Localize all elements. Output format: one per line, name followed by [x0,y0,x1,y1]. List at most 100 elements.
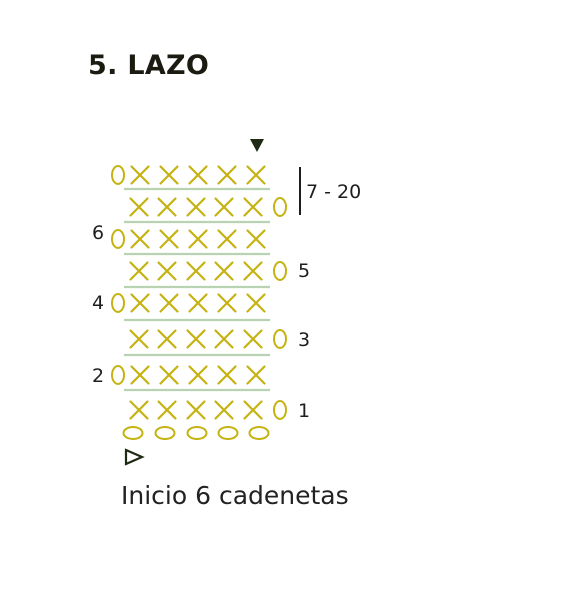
end-marker-icon [250,139,264,152]
stroke [243,261,263,281]
row-separators [124,187,270,392]
single-crochet-symbol [246,165,266,185]
single-crochet-symbol [157,329,177,349]
stroke [188,165,208,185]
single-crochet-symbol [159,165,179,185]
single-crochet-symbol [129,329,149,349]
chain-symbol [273,329,287,349]
stroke [214,197,234,217]
single-crochet-symbol [130,365,150,385]
single-crochet-symbol [217,229,237,249]
row-label-1: 1 [298,400,311,422]
single-crochet-symbol [217,165,237,185]
stroke [186,261,206,281]
stroke [188,293,208,313]
stroke [159,293,179,313]
start-marker-icon [124,448,145,466]
single-crochet-symbol [243,329,263,349]
chain-symbol [111,229,125,249]
single-crochet-symbol [217,293,237,313]
single-crochet-symbol [129,197,149,217]
chain-symbol [111,293,125,313]
single-crochet-symbol [188,365,208,385]
stroke [157,261,177,281]
chain-symbol [186,426,208,440]
chain-symbol [154,426,176,440]
stroke [186,400,206,420]
single-crochet-symbol [246,293,266,313]
stroke [246,165,266,185]
single-crochet-symbol [157,400,177,420]
single-crochet-symbol [217,365,237,385]
repeat-range-label: 7 - 20 [306,181,362,203]
single-crochet-symbol [188,229,208,249]
chain-symbol [111,165,125,185]
single-crochet-symbol [130,165,150,185]
row-label-2: 2 [92,365,105,387]
single-crochet-symbol [159,229,179,249]
chain-symbol [248,426,270,440]
single-crochet-symbol [186,261,206,281]
single-crochet-symbol [243,400,263,420]
single-crochet-symbol [186,329,206,349]
stroke [186,329,206,349]
stroke [217,365,237,385]
single-crochet-symbol [246,365,266,385]
stroke [246,365,266,385]
single-crochet-symbol [188,165,208,185]
single-crochet-symbol [129,261,149,281]
chain-symbol [273,197,287,217]
chain-symbol [122,426,144,440]
stroke [130,293,150,313]
single-crochet-symbol [188,293,208,313]
stroke [159,229,179,249]
stroke [130,229,150,249]
stroke [130,365,150,385]
single-crochet-symbol [159,293,179,313]
stroke [214,261,234,281]
stroke [159,365,179,385]
stroke [188,229,208,249]
stroke [186,197,206,217]
chain-symbol [273,400,287,420]
single-crochet-symbol [214,329,234,349]
stroke [129,400,149,420]
stroke [129,197,149,217]
single-crochet-symbol [214,400,234,420]
single-crochet-symbol [157,197,177,217]
stroke [217,165,237,185]
single-crochet-symbol [214,197,234,217]
single-crochet-symbol [157,261,177,281]
diagram-title: 5. LAZO [88,50,210,81]
stroke [129,329,149,349]
stroke [157,329,177,349]
stroke [243,400,263,420]
single-crochet-symbol [186,197,206,217]
stroke [246,293,266,313]
stroke [243,197,263,217]
row-label-6: 6 [92,222,105,244]
stroke [157,400,177,420]
stroke [129,261,149,281]
single-crochet-symbol [129,400,149,420]
chain-symbol [111,365,125,385]
stroke [159,165,179,185]
single-crochet-symbol [130,293,150,313]
single-crochet-symbol [186,400,206,420]
row-label-5: 5 [298,260,311,282]
stroke [188,365,208,385]
single-crochet-symbol [243,197,263,217]
stitch-grid [111,165,287,440]
stroke [157,197,177,217]
single-crochet-symbol [130,229,150,249]
stroke [130,165,150,185]
stroke [214,329,234,349]
stroke [243,329,263,349]
single-crochet-symbol [243,261,263,281]
single-crochet-symbol [246,229,266,249]
stroke [246,229,266,249]
single-crochet-symbol [159,365,179,385]
chain-symbol [217,426,239,440]
chain-symbol [273,261,287,281]
